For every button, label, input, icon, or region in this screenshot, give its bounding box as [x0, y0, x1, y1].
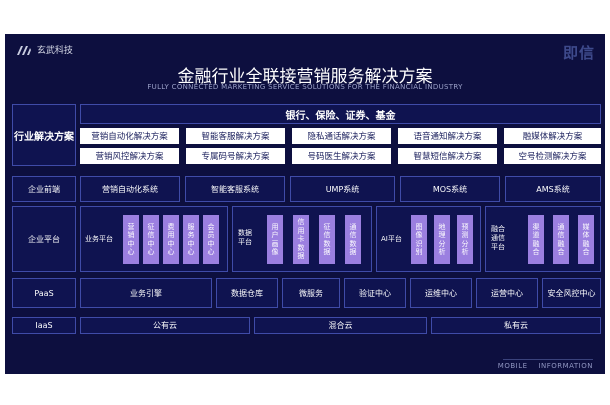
data-platform-label: 数据平台	[238, 229, 252, 246]
paas-verification-center: 验证中心	[344, 278, 406, 308]
ai-platform-group: AI平台 图像识别 地理分析 预测分析	[376, 206, 481, 272]
chip-geo-analysis: 地理分析	[434, 215, 450, 264]
industry-header: 银行、保险、证券、基金	[80, 104, 601, 124]
solution-empty-number-check: 空号检测解决方案	[504, 148, 601, 164]
paas-operation-center: 运营中心	[476, 278, 538, 308]
slide-canvas: 玄武科技 即信 金融行业全联接营销服务解决方案 FULLY CONNECTED …	[5, 34, 605, 374]
chip-fee-center: 费用中心	[163, 215, 179, 264]
solution-marketing-automation: 营销自动化解决方案	[80, 128, 179, 144]
chip-channel-fusion: 渠道融合	[528, 215, 544, 264]
page-title: 金融行业全联接营销服务解决方案	[177, 67, 433, 87]
frontend-service-system: 智能客服系统	[185, 176, 285, 202]
chip-image-recognition: 图像识别	[411, 215, 427, 264]
frontend-marketing-system: 营销自动化系统	[80, 176, 180, 202]
chip-predictive-analysis: 预测分析	[457, 215, 473, 264]
fusion-platform-group: 融合通信平台 渠道融合 通信融合 媒体融合	[485, 206, 601, 272]
brand-name: 玄武科技	[36, 46, 73, 56]
chip-marketing-center: 营销中心	[123, 215, 139, 264]
solution-voice-notice: 语音通知解决方案	[398, 128, 497, 144]
solution-smart-sms: 智慧短信解决方案	[398, 148, 497, 164]
frontend-ams-system: AMS系统	[505, 176, 601, 202]
data-platform-group: 数据平台 用户画像 信用卡数据 征信数据 通信数据	[232, 206, 372, 272]
chip-credit-center: 征信中心	[143, 215, 159, 264]
solution-risk-control: 营销风控解决方案	[80, 148, 179, 164]
footer-text: MOBILE INFORMATION	[497, 362, 593, 370]
business-platform-group: 业务平台 营销中心 征信中心 费用中心 服务中心 会员中心	[80, 206, 228, 272]
chip-communication-fusion: 通信融合	[553, 215, 569, 264]
brand-logo: 玄武科技	[17, 43, 73, 56]
solution-smart-service: 智能客服解决方案	[186, 128, 285, 144]
paas-ops-center: 运维中心	[410, 278, 472, 308]
platform-label: 企业平台	[12, 206, 76, 272]
paas-microservice: 微服务	[282, 278, 340, 308]
chip-credit-card-data: 信用卡数据	[293, 215, 309, 264]
chip-user-portrait: 用户画像	[267, 215, 283, 264]
paas-label: PaaS	[12, 278, 76, 308]
chip-member-center: 会员中心	[203, 215, 219, 264]
iaas-hybrid-cloud: 混合云	[254, 317, 427, 334]
solution-number-doctor: 号码医生解决方案	[292, 148, 391, 164]
solution-privacy-call: 隐私通话解决方案	[292, 128, 391, 144]
frontend-label: 企业前端	[12, 176, 76, 202]
frontend-ump-system: UMP系统	[290, 176, 395, 202]
solution-dedicated-number: 专属码号解决方案	[186, 148, 285, 164]
ai-platform-label: AI平台	[381, 235, 402, 243]
brand-mark-icon	[17, 46, 31, 55]
iaas-label: IaaS	[12, 317, 76, 334]
chip-communication-data: 通信数据	[345, 215, 361, 264]
paas-data-warehouse: 数据仓库	[216, 278, 278, 308]
paas-business-engine: 业务引擎	[80, 278, 212, 308]
paas-security-center: 安全风控中心	[542, 278, 601, 308]
page-subtitle: FULLY CONNECTED MARKETING SERVICE SOLUTI…	[147, 83, 463, 91]
iaas-public-cloud: 公有云	[80, 317, 250, 334]
chip-credit-data: 征信数据	[319, 215, 335, 264]
industry-label: 行业解决方案	[12, 104, 76, 166]
business-platform-label: 业务平台	[85, 235, 113, 243]
footer-divider	[503, 359, 593, 360]
chip-media-fusion: 媒体融合	[578, 215, 594, 264]
frontend-mos-system: MOS系统	[400, 176, 500, 202]
chip-service-center: 服务中心	[183, 215, 199, 264]
iaas-private-cloud: 私有云	[431, 317, 601, 334]
watermark-logo: 即信	[562, 44, 595, 62]
solution-media-fusion: 融媒体解决方案	[504, 128, 601, 144]
fusion-platform-label: 融合通信平台	[491, 225, 505, 251]
